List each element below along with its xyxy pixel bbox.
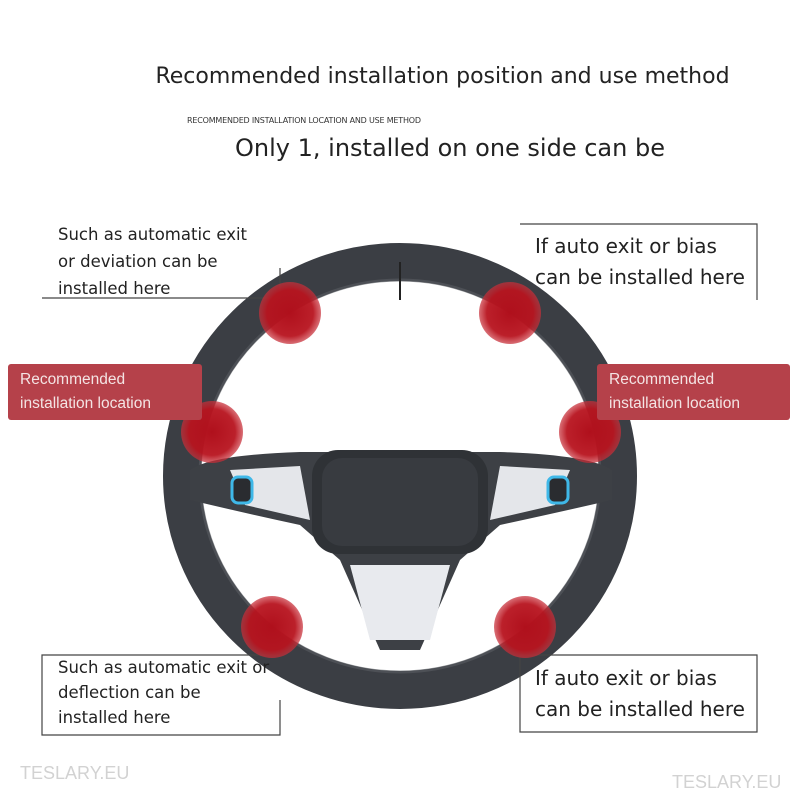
label-line: installation location [609,395,740,412]
callout-line: Such as automatic exit or [58,658,270,677]
marker-top-left [259,282,321,344]
page-subtitle: RECOMMENDED INSTALLATION LOCATION AND US… [187,116,421,125]
label-line: Recommended [609,371,715,388]
callout-line: installed here [58,708,171,727]
callout-bottom-right: If auto exit or bias can be installed he… [535,663,745,725]
callout-line: Such as automatic exit [58,225,248,244]
callout-line: If auto exit or bias [535,666,717,690]
page-title: Recommended installation position and us… [155,64,730,89]
watermark-right: TESLARY.EU [672,772,782,792]
callout-line: deflection can be [58,683,201,702]
marker-top-right [479,282,541,344]
recommended-label-left: Recommended installation location [8,364,202,420]
recommended-label-right: Recommended installation location [597,364,790,420]
callout-line: can be installed here [535,697,745,721]
callout-top-right: If auto exit or bias can be installed he… [535,231,745,293]
marker-bottom-right [494,596,556,658]
watermark-left: TESLARY.EU [20,763,130,783]
callout-line: If auto exit or bias [535,234,717,258]
callout-bottom-left: Such as automatic exit or deflection can… [58,655,269,730]
marker-bottom-left [241,596,303,658]
label-line: installation location [20,395,151,412]
right-scroll-button [546,475,570,505]
callout-top-left: Such as automatic exit or deviation can … [58,221,247,302]
callout-line: or deviation can be [58,252,218,271]
left-scroll-button [230,475,254,505]
callout-line: installed here [58,279,171,298]
installation-note: Only 1, installed on one side can be [235,134,665,162]
label-line: Recommended [20,371,126,388]
callout-line: can be installed here [535,265,745,289]
